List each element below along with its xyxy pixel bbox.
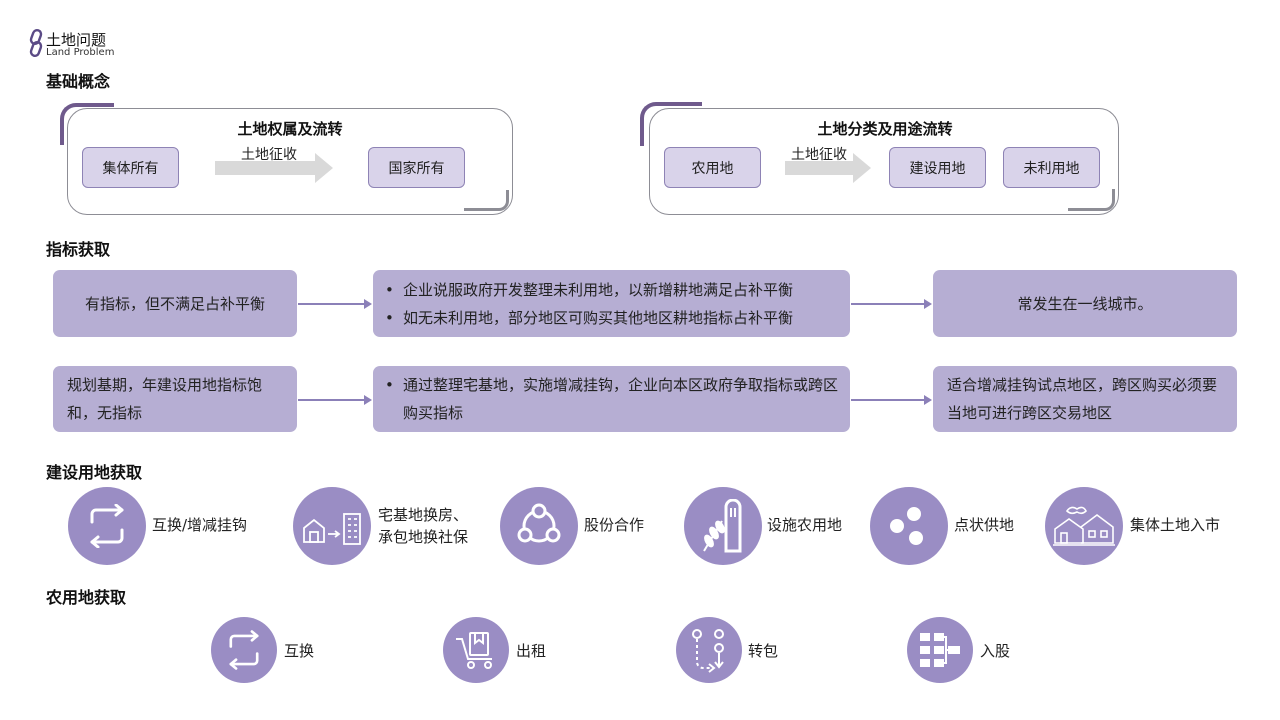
construction-label-point: 点状供地 — [954, 516, 1015, 534]
section-basics-title: 基础概念 — [46, 72, 111, 91]
classification-to2-box: 未利用地 — [1003, 147, 1100, 188]
page-subtitle: Land Problem — [46, 47, 115, 58]
classification-arrow-label: 土地征收 — [791, 147, 847, 163]
farmland-label-shares: 入股 — [980, 642, 1011, 660]
indicator-row2-arrow1 — [298, 395, 372, 405]
indicator-row2-arrow2 — [851, 395, 932, 405]
cart-icon — [443, 617, 509, 683]
share-network-icon — [500, 487, 578, 565]
classification-frame-corner — [640, 102, 702, 146]
classification-arrow — [785, 153, 873, 187]
farmland-label-sublease: 转包 — [748, 642, 779, 660]
chain-logo-icon — [26, 28, 46, 62]
house-building-icon — [293, 487, 371, 565]
construction-label-house-exchange: 宅基地换房、 承包地换社保 — [378, 504, 468, 548]
classification-frame-corner-br — [1068, 189, 1115, 211]
transfer-path-icon — [676, 617, 742, 683]
page-title: 土地问题 — [46, 31, 107, 49]
classification-from-box: 农用地 — [664, 147, 761, 188]
indicator-row1-arrow2 — [851, 299, 932, 309]
section-construction-title: 建设用地获取 — [46, 463, 143, 482]
classification-title: 土地分类及用途流转 — [817, 120, 953, 138]
ownership-frame-corner-br — [464, 190, 509, 211]
exchange-icon — [211, 617, 277, 683]
indicator-row1-result: 常发生在一线城市。 — [933, 270, 1237, 337]
construction-label-house-line1: 宅基地换房、 — [378, 506, 469, 524]
construction-label-house-line2: 承包地换社保 — [378, 528, 469, 546]
indicator-row1-actions: 企业说服政府开发整理未利用地，以新增耕地满足占补平衡 如无未利用地，部分地区可购… — [373, 270, 850, 337]
construction-label-village: 集体土地入市 — [1130, 516, 1221, 534]
indicator-row1-condition: 有指标，但不满足占补平衡 — [53, 270, 297, 337]
indicator-row1-action-2: 如无未利用地，部分地区可购买其他地区耕地指标占补平衡 — [385, 304, 793, 332]
ownership-arrow — [215, 153, 335, 187]
indicator-row1-action-1: 企业说服政府开发整理未利用地，以新增耕地满足占补平衡 — [385, 276, 793, 304]
classification-to1-box: 建设用地 — [889, 147, 986, 188]
construction-label-facility: 设施农用地 — [767, 516, 843, 534]
dots-icon — [870, 487, 948, 565]
indicator-row2-condition: 规划基期，年建设用地指标饱和，无指标 — [53, 366, 297, 432]
wheat-silo-icon — [684, 487, 762, 565]
farmland-label-rent: 出租 — [516, 642, 547, 660]
indicator-row1-arrow1 — [298, 299, 372, 309]
indicator-row2-result: 适合增减挂钩试点地区，跨区购买必须要当地可进行跨区交易地区 — [933, 366, 1237, 432]
exchange-icon — [68, 487, 146, 565]
construction-label-exchange: 互换/增减挂钩 — [152, 516, 248, 534]
ownership-to-box: 国家所有 — [368, 147, 465, 188]
indicator-row2-actions: 通过整理宅基地，实施增减挂钩，企业向本区政府争取指标或跨区购买指标 — [373, 366, 850, 432]
village-icon — [1045, 487, 1123, 565]
ownership-frame-corner — [60, 103, 114, 145]
ownership-title: 土地权属及流转 — [237, 120, 343, 138]
indicator-row2-action-1: 通过整理宅基地，实施增减挂钩，企业向本区政府争取指标或跨区购买指标 — [385, 371, 840, 427]
ownership-from-box: 集体所有 — [82, 147, 179, 188]
farmland-label-exchange: 互换 — [284, 642, 315, 660]
ownership-arrow-label: 土地征收 — [241, 147, 297, 163]
hierarchy-icon — [907, 617, 973, 683]
section-indicator-title: 指标获取 — [46, 240, 111, 259]
construction-label-share: 股份合作 — [584, 516, 645, 534]
section-farmland-title: 农用地获取 — [46, 588, 127, 607]
